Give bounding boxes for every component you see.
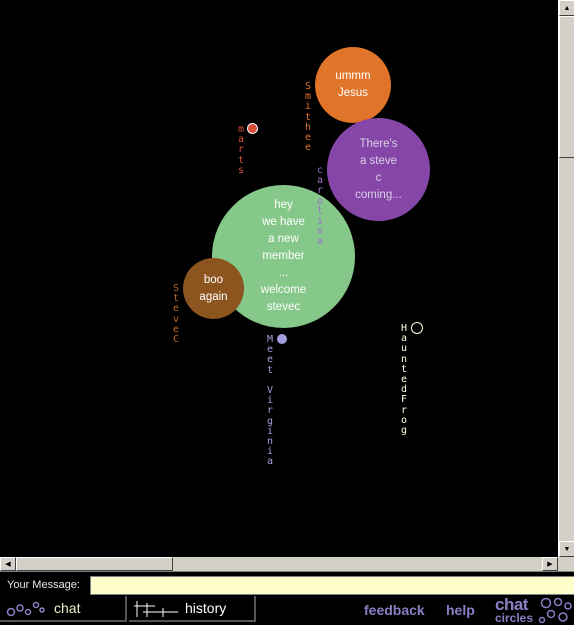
username-letter: e: [172, 303, 180, 315]
username-letter: e: [400, 374, 408, 386]
chat-canvas[interactable]: ummm Jesus There's a steve c coming... h…: [0, 0, 558, 557]
username-letter: r: [266, 405, 274, 417]
vertical-scroll-thumb[interactable]: [559, 16, 574, 158]
username-letter: S: [304, 81, 312, 92]
tab-chat-label: chat: [54, 600, 81, 616]
username-letter: n: [266, 436, 274, 448]
username-letter: H: [400, 323, 408, 334]
username-letter: i: [266, 395, 274, 407]
username-letter: u: [400, 343, 408, 355]
vertical-scrollbar[interactable]: ▲ ▼: [558, 0, 574, 557]
message-label: Your Message:: [7, 579, 80, 591]
username-letter: a: [400, 333, 408, 345]
username-letter: i: [316, 216, 324, 228]
username-letter: m: [304, 91, 312, 103]
username-letter: a: [237, 134, 245, 146]
logo-text-bottom: circles: [495, 611, 534, 625]
horizontal-scrollbar[interactable]: ◀ ▶: [0, 557, 558, 571]
username-letter: C: [172, 334, 180, 346]
username-letter: c: [316, 165, 324, 176]
username-letter: t: [237, 154, 245, 166]
horizontal-scroll-thumb[interactable]: [16, 557, 173, 571]
username-letter: r: [400, 404, 408, 416]
scroll-right-arrow-icon[interactable]: ▶: [542, 557, 558, 571]
scrollbar-corner: [558, 557, 574, 571]
username-letter: e: [304, 132, 312, 144]
user-dot-meet-virginia[interactable]: [277, 334, 287, 344]
circles-icon: [6, 601, 45, 617]
user-dot-marts[interactable]: [247, 123, 258, 134]
username-letter: n: [400, 353, 408, 365]
logo-circles-icon: [538, 597, 572, 624]
username-letter: e: [266, 344, 274, 356]
username-letter: o: [316, 195, 324, 207]
username-letter: F: [400, 394, 408, 406]
username-letter: i: [266, 446, 274, 458]
username-letter: a: [316, 175, 324, 187]
tab-chat[interactable]: chat: [0, 596, 127, 622]
username-letter: i: [304, 101, 312, 113]
username-letter: i: [266, 425, 274, 437]
scroll-left-arrow-icon[interactable]: ◀: [0, 557, 16, 571]
username-letter: v: [172, 313, 180, 325]
username-letter: l: [316, 205, 324, 217]
username-letter: g: [266, 415, 274, 427]
bubble-text: There's a steve c coming...: [355, 137, 402, 201]
username-letter: o: [400, 414, 408, 426]
username-letter: t: [400, 363, 408, 375]
username-letter: e: [304, 142, 312, 154]
bubble-stevec[interactable]: boo again: [183, 258, 244, 319]
username-letter: e: [266, 354, 274, 366]
tab-history-label: history: [185, 600, 227, 616]
username-letter: r: [237, 144, 245, 156]
username-letter: m: [237, 124, 245, 135]
username-letter: r: [316, 185, 324, 197]
username-letter: t: [266, 364, 274, 376]
message-input[interactable]: [90, 576, 574, 595]
username-letter: V: [266, 385, 274, 397]
feedback-link[interactable]: feedback: [364, 602, 425, 618]
username-letter: S: [172, 283, 180, 294]
history-icon: [134, 601, 178, 617]
username-letter: a: [266, 456, 274, 468]
username-letter: t: [304, 111, 312, 123]
bubble-text: ummm Jesus: [335, 70, 371, 99]
bubble-text: hey we have a new member ... welcome ste…: [260, 199, 307, 313]
username-letter: n: [316, 226, 324, 238]
scroll-up-arrow-icon[interactable]: ▲: [559, 0, 574, 16]
bubble-text: boo again: [199, 273, 228, 303]
help-link[interactable]: help: [446, 602, 475, 618]
logo-text-top: chat: [495, 595, 528, 614]
chat-circles-logo: chat circles: [493, 595, 574, 625]
message-bar: Your Message:: [0, 571, 574, 596]
scroll-down-arrow-icon[interactable]: ▼: [559, 541, 574, 557]
username-letter: a: [316, 236, 324, 248]
bubble-carolina[interactable]: There's a steve c coming...: [327, 118, 430, 221]
username-letter: s: [237, 164, 245, 176]
username-letter: M: [266, 334, 274, 345]
username-letter: d: [400, 384, 408, 396]
username-letter: e: [172, 323, 180, 335]
user-dot-hauntedfrog[interactable]: [411, 322, 423, 334]
username-letter: g: [400, 425, 408, 437]
username-letter: h: [304, 121, 312, 133]
username-letter: t: [172, 293, 180, 305]
bottom-nav: chat history feedback help chat circles: [0, 595, 574, 625]
tab-history[interactable]: history: [129, 596, 256, 622]
bubble-smithee[interactable]: ummm Jesus: [315, 47, 391, 123]
